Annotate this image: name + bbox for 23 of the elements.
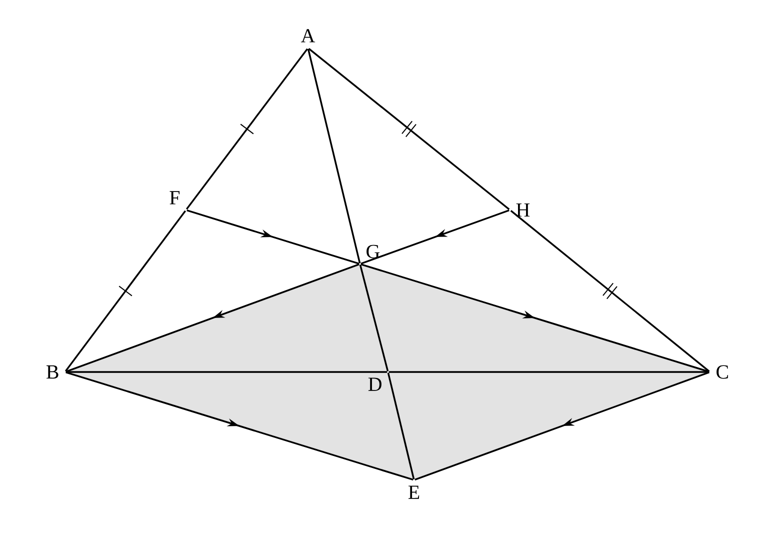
line-segment <box>359 264 389 372</box>
point-label: G <box>366 244 380 258</box>
arrow <box>360 210 510 264</box>
arrow <box>186 209 360 265</box>
line-segment <box>388 371 710 373</box>
line-segment <box>186 48 308 210</box>
arrow <box>414 372 710 480</box>
arrow <box>360 263 710 373</box>
point-label: C <box>716 365 728 379</box>
arrow <box>66 264 360 372</box>
line-segment <box>387 372 415 480</box>
line-segment <box>66 371 388 373</box>
arrow <box>66 371 414 481</box>
point-label: B <box>46 365 58 379</box>
line-segment <box>64 210 186 372</box>
line-segment <box>307 48 361 264</box>
point-label: A <box>300 29 316 42</box>
line-segment <box>308 48 510 210</box>
line-segment <box>510 210 710 372</box>
point-label: F <box>170 191 180 204</box>
point-label: D <box>368 378 382 391</box>
point-label: H <box>516 203 530 217</box>
point-label: E <box>408 486 420 499</box>
